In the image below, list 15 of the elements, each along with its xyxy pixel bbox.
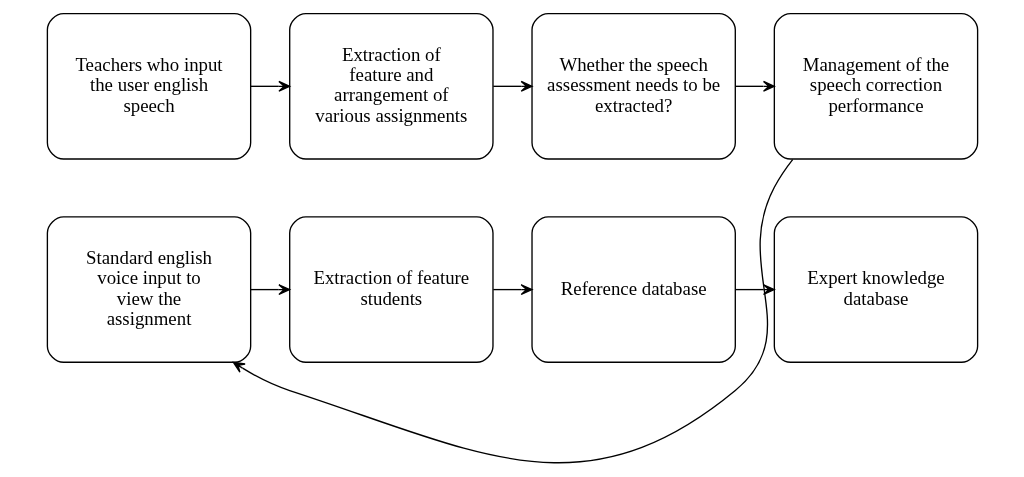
node-box: Whether the speech assessment needs to be extracted? xyxy=(530,12,736,160)
arrow xyxy=(249,80,290,92)
node-box: Management of the speech correction performance xyxy=(773,12,978,160)
arrow xyxy=(492,284,533,296)
arrow xyxy=(492,80,533,92)
node-box: Extraction of feature and arrangement of various assignments xyxy=(288,12,494,160)
arrow xyxy=(734,284,775,296)
node-box: Teachers who input the user english speech xyxy=(46,12,251,160)
arrow xyxy=(734,80,775,92)
node-box: Standard english voice input to view the assignment xyxy=(46,216,251,363)
node-box: Extraction of feature students xyxy=(288,216,494,363)
node-box: Expert knowledge database xyxy=(773,216,978,363)
node-box: Reference database xyxy=(530,216,736,363)
arrow xyxy=(232,158,793,464)
arrow xyxy=(249,284,290,296)
